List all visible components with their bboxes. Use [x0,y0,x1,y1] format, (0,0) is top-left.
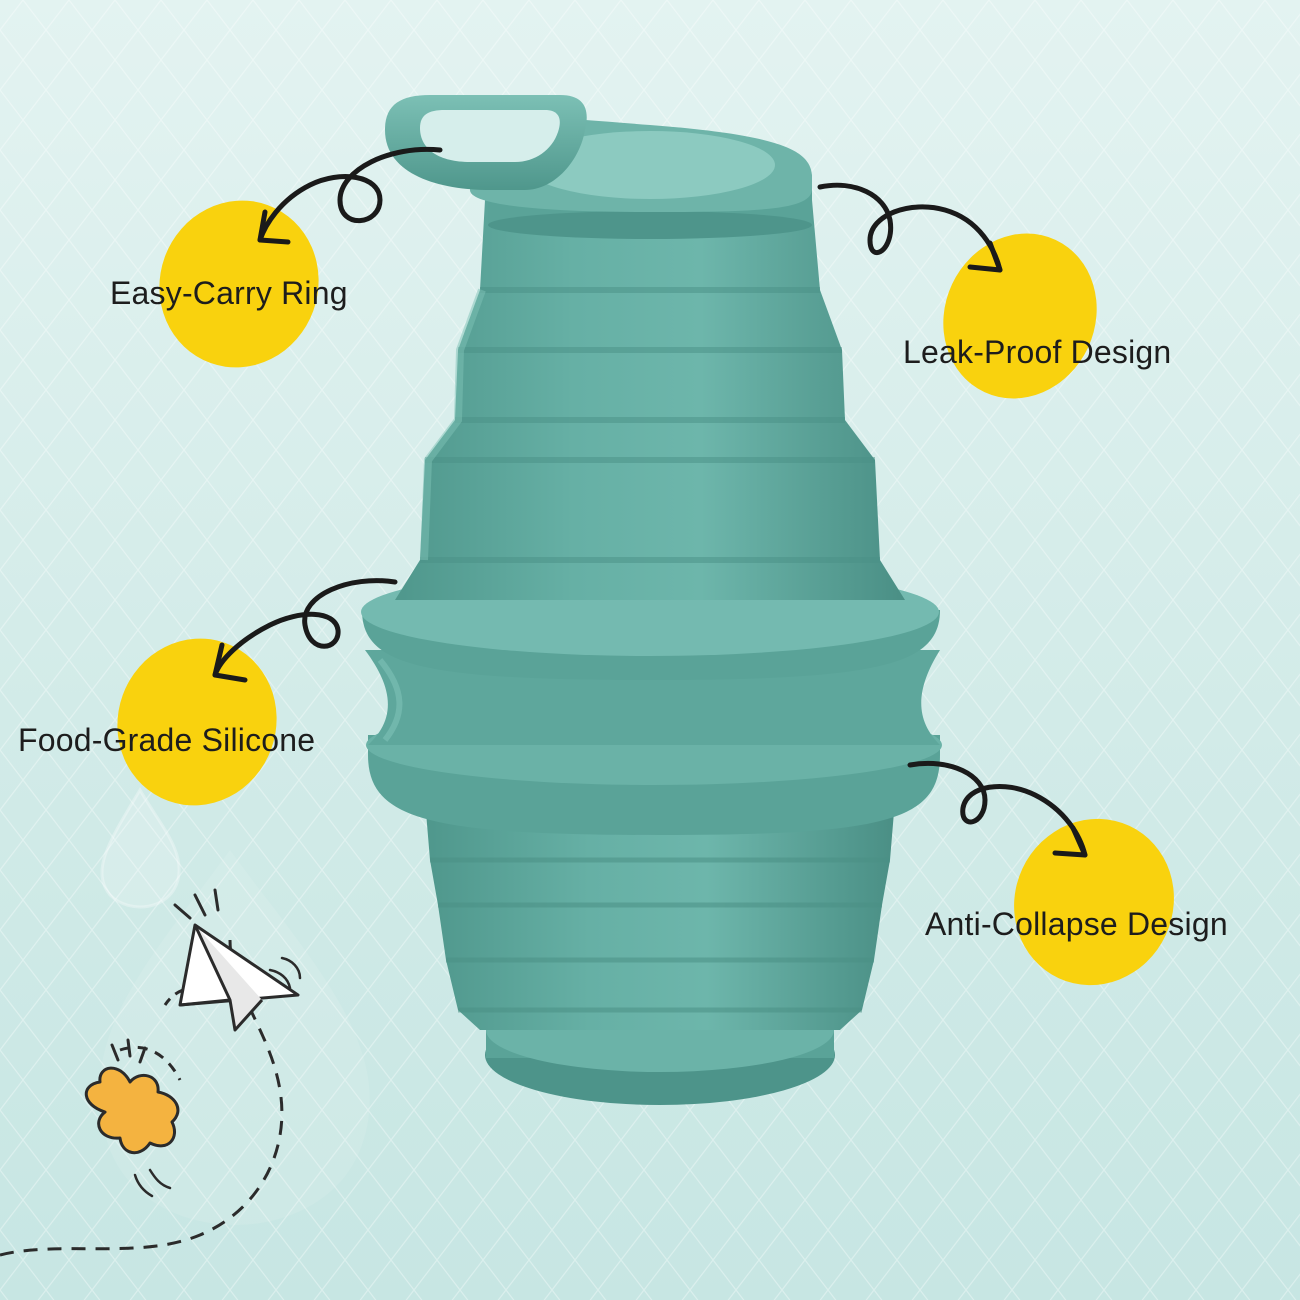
dashed-flight-path [0,939,284,1257]
star-icon [84,1038,180,1198]
feature-label-leak-proof-design: Leak-Proof Design [903,334,1172,370]
bottle-upper-body [395,200,905,600]
paper-plane-icon [173,888,302,1032]
feature-label-easy-carry-ring: Easy-Carry Ring [110,275,348,311]
arrow-icon [257,146,443,245]
arrow-icon [907,760,1088,858]
feature-label-anti-collapse-design: Anti-Collapse Design [925,906,1228,942]
feature-label-food-grade-silicone: Food-Grade Silicone [18,722,316,758]
arrow-icon [212,578,398,683]
water-drop-icon [100,787,181,909]
arrow-icon [817,182,1003,273]
